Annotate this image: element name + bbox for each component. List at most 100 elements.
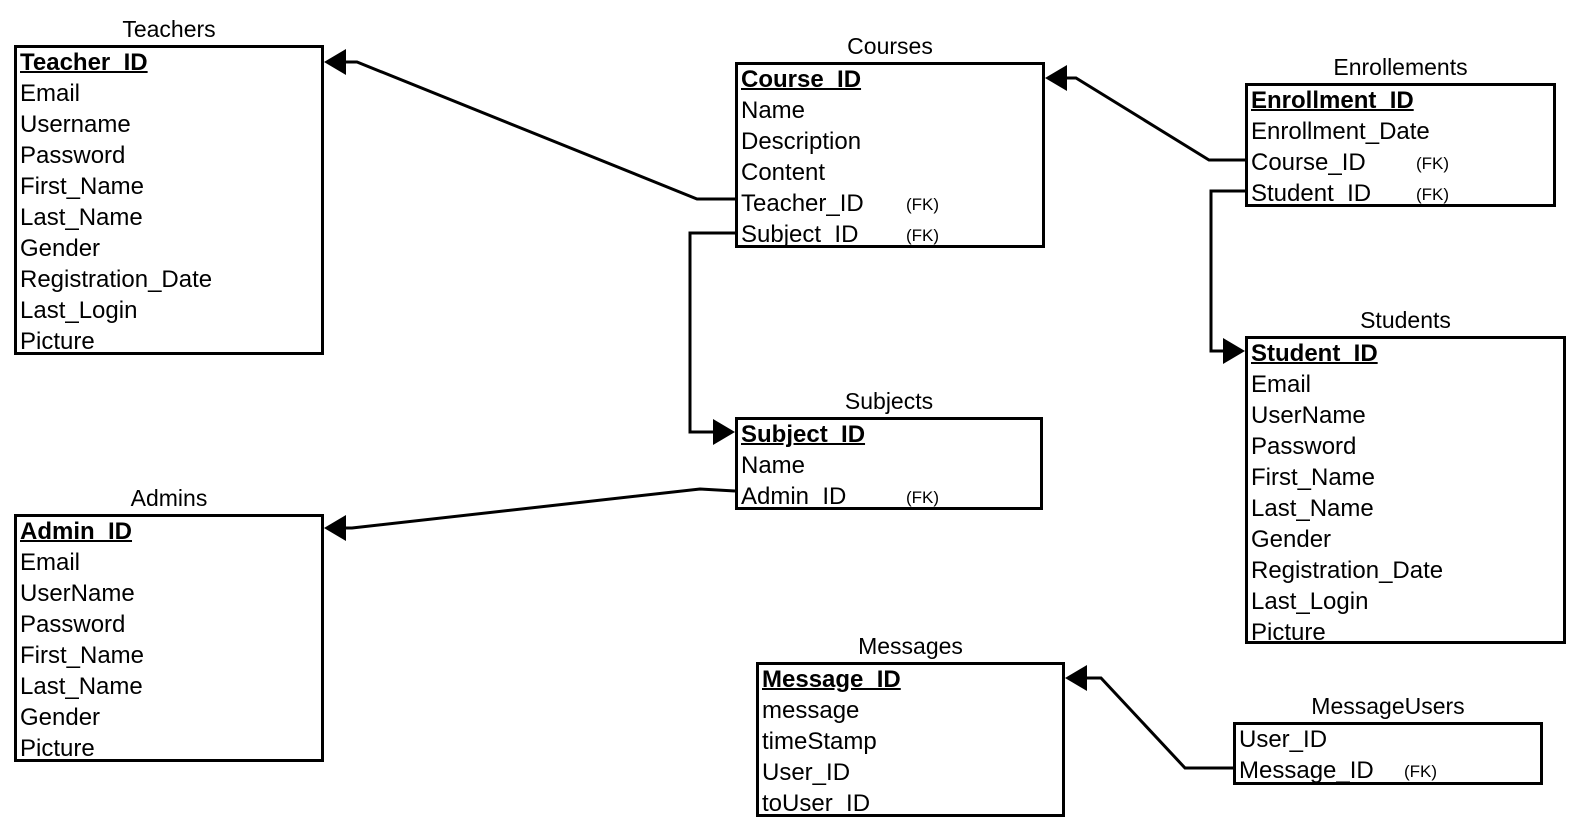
attribute-name: Registration_Date <box>20 266 213 293</box>
primary-key-attribute[interactable]: Message_ID <box>762 664 1065 695</box>
foreign-key-attribute[interactable]: Student_ID(FK) <box>1251 178 1556 209</box>
relationship-arrowhead <box>1065 665 1087 691</box>
attribute-row[interactable]: Last_Name <box>20 671 324 702</box>
attribute-row[interactable]: Password <box>20 140 324 171</box>
foreign-key-attribute[interactable]: Course_ID(FK) <box>1251 147 1556 178</box>
attribute-row[interactable]: UserName <box>1251 400 1566 431</box>
attribute-row[interactable]: toUser_ID <box>762 788 1065 819</box>
attribute-name: Student_ID <box>1251 340 1378 367</box>
attribute-name: Password <box>20 142 126 169</box>
attribute-row[interactable]: Password <box>20 609 324 640</box>
attribute-row[interactable]: Description <box>741 126 1045 157</box>
attribute-row[interactable]: Last_Name <box>1251 493 1566 524</box>
relationship-line <box>1058 76 1245 162</box>
foreign-key-attribute[interactable]: Admin_ID(FK) <box>741 481 1043 512</box>
relationship-courses-subject-to-subjects <box>688 231 735 445</box>
attribute-name: Name <box>741 452 806 479</box>
foreign-key-marker: (FK) <box>1404 762 1438 781</box>
attribute-row[interactable]: message <box>762 695 1065 726</box>
attribute-row[interactable]: Registration_Date <box>20 264 324 295</box>
attribute-name: Registration_Date <box>1251 557 1444 584</box>
attribute-row[interactable]: Password <box>1251 431 1566 462</box>
attribute-name: Subject_ID <box>741 221 859 248</box>
attribute-name: Admin_ID <box>741 483 847 510</box>
attribute-row[interactable]: User_ID <box>1239 724 1543 755</box>
attribute-name: Course_ID <box>741 66 862 93</box>
attribute-row[interactable]: First_Name <box>1251 462 1566 493</box>
attribute-name: First_Name <box>20 642 145 669</box>
primary-key-attribute[interactable]: Subject_ID <box>741 419 1043 450</box>
foreign-key-attribute[interactable]: Message_ID(FK) <box>1239 755 1543 786</box>
entity-frame <box>1233 722 1543 785</box>
primary-key-attribute[interactable]: Course_ID <box>741 64 1045 95</box>
primary-key-attribute[interactable]: Teacher_ID <box>20 47 324 78</box>
attribute-name: Teacher_ID <box>741 190 864 217</box>
primary-key-attribute[interactable]: Student_ID <box>1251 338 1566 369</box>
attribute-row[interactable]: Name <box>741 450 1043 481</box>
attribute-row[interactable]: Last_Login <box>1251 586 1566 617</box>
relationship-line <box>1078 676 1233 770</box>
attribute-row[interactable]: Gender <box>20 702 324 733</box>
attribute-row[interactable]: Registration_Date <box>1251 555 1566 586</box>
foreign-key-attribute[interactable]: Teacher_ID (FK) <box>741 188 1045 219</box>
attribute-row[interactable]: Last_Login <box>20 295 324 326</box>
relationship-line <box>688 231 735 434</box>
attribute-name: Email <box>20 80 81 107</box>
attribute-row[interactable]: First_Name <box>20 171 324 202</box>
attribute-row[interactable]: timeStamp <box>762 726 1065 757</box>
entity-title: Students <box>1360 307 1451 333</box>
attribute-name: Description <box>741 128 862 155</box>
attribute-row[interactable]: Picture <box>1251 617 1566 648</box>
attribute-row[interactable]: Email <box>20 78 324 109</box>
attribute-row[interactable]: Picture <box>20 326 324 357</box>
foreign-key-marker: (FK) <box>1416 154 1450 173</box>
attribute-row[interactable]: Name <box>741 95 1045 126</box>
entity-title: Teachers <box>122 16 216 42</box>
attribute-name: Last_Name <box>20 204 143 231</box>
entity-title: Admins <box>130 485 208 511</box>
primary-key-attribute[interactable]: Enrollment_ID <box>1251 85 1556 116</box>
attribute-name: User_ID <box>762 759 851 786</box>
attribute-row[interactable]: Email <box>1251 369 1566 400</box>
entity-title: Messages <box>858 633 963 659</box>
attribute-row[interactable]: First_Name <box>20 640 324 671</box>
attribute-row[interactable]: Content <box>741 157 1045 188</box>
attribute-row[interactable]: Gender <box>20 233 324 264</box>
attribute-row[interactable]: User_ID <box>762 757 1065 788</box>
entity-frame <box>756 662 1065 817</box>
attribute-row[interactable]: Gender <box>1251 524 1566 555</box>
attribute-name: First_Name <box>20 173 145 200</box>
attribute-row[interactable]: Email <box>20 547 324 578</box>
attribute-name: Subject_ID <box>741 421 866 448</box>
attribute-row[interactable]: Enrollment_Date <box>1251 116 1556 147</box>
relationship-subjects-admin-to-admins <box>324 487 736 541</box>
entity-title: Enrollements <box>1333 54 1468 80</box>
entity-frame <box>14 45 324 355</box>
attribute-row[interactable]: Picture <box>20 733 324 764</box>
attribute-name: Last_Name <box>20 673 143 700</box>
foreign-key-marker: (FK) <box>906 195 940 214</box>
foreign-key-attribute[interactable]: Subject_ID(FK) <box>741 219 1045 250</box>
primary-key-attribute[interactable]: Admin_ID <box>20 516 324 547</box>
attribute-name: Picture <box>1251 619 1326 646</box>
relationship-enrollments-student-to-students <box>1209 189 1245 364</box>
relationship-arrowhead <box>713 419 735 445</box>
attribute-row[interactable]: Last_Name <box>20 202 324 233</box>
entity-frame <box>735 62 1045 248</box>
attribute-name: Last_Name <box>1251 495 1374 522</box>
attribute-row[interactable]: UserName <box>20 578 324 609</box>
attribute-row[interactable]: Username <box>20 109 324 140</box>
attribute-name: Enrollment_Date <box>1251 118 1430 145</box>
